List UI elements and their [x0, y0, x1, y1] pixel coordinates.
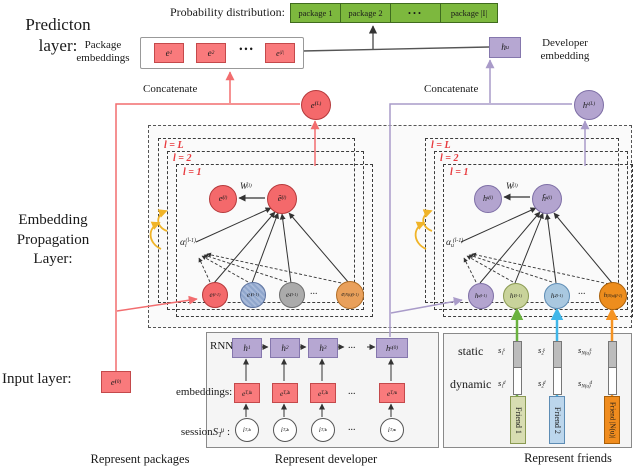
- concatenate-label-left: Concatenate: [143, 83, 198, 95]
- represent-developer-caption: Represent developer: [274, 452, 378, 466]
- dynamic-var-2: s2d: [538, 378, 546, 390]
- W-label-left: W(l): [240, 181, 252, 191]
- static-bar-2: [553, 341, 562, 368]
- layer-box-right-1: [443, 164, 633, 317]
- static-var-N: sN(u)s: [578, 345, 592, 357]
- dynamic-label: dynamic: [450, 377, 492, 391]
- alpha-label-left: αi(l-1): [180, 238, 196, 249]
- dynamic-bar-1: [513, 367, 522, 395]
- neighbor-ellipsis-right: ...: [578, 286, 586, 297]
- static-var-1: s1s: [498, 345, 505, 357]
- dynamic-bar-2: [553, 367, 562, 395]
- W-label-right: W(l): [506, 181, 518, 191]
- friend-box-N: Friend |N(u)|: [604, 396, 620, 444]
- neighbor-node-h-N: h|N(u)|(l-1): [599, 282, 627, 310]
- input-layer-label: Input layer:: [2, 371, 72, 387]
- layer-box-left-2: [167, 151, 364, 310]
- l-label-left-2: l = 2: [173, 153, 192, 164]
- probability-cell: package |I|: [440, 3, 498, 23]
- layer-box-left-1: [176, 164, 373, 317]
- friend-box-2: Friend 2: [549, 396, 565, 444]
- dynamic-var-N: sN(u)d: [578, 378, 593, 390]
- probability-cell: •••: [390, 3, 441, 23]
- dynamic-bar-N: [608, 367, 617, 395]
- l-label-left-L: l = L: [164, 140, 184, 151]
- probability-distribution-row: package 1 package 2 ••• package |I|: [290, 3, 498, 23]
- represent-packages-caption: Represent packages: [90, 452, 190, 466]
- static-var-2: s2s: [538, 345, 545, 357]
- package-embedding-cell: e|I|: [265, 43, 295, 63]
- static-bar-1: [513, 341, 522, 368]
- embeddings-label: embeddings:: [176, 386, 233, 398]
- layer-box-right-2: [434, 151, 628, 310]
- probability-cell: package 1: [290, 3, 341, 23]
- neighbor-ellipsis-left: ...: [310, 286, 318, 297]
- session-label: sessionSTu :: [180, 426, 230, 440]
- embedding-ellipsis: ...: [348, 386, 356, 397]
- rnn-ellipsis: ...: [348, 340, 356, 351]
- embedding-propagation-layer-label: Embedding Propagation Layer:: [16, 212, 90, 267]
- alpha-label-right: αu(l-1): [446, 238, 464, 249]
- probability-distribution-label: Probability distribution:: [170, 5, 286, 19]
- l-label-left-1: l = 1: [183, 167, 202, 178]
- l-label-right-1: l = 1: [450, 167, 469, 178]
- h-tilde-node: h̃u(l): [532, 184, 562, 214]
- dynamic-var-1: s1d: [498, 378, 506, 390]
- rnn-label: RNN:: [210, 340, 237, 352]
- session-ellipsis: ...: [348, 422, 356, 433]
- friend-box-1: Friend 1: [510, 396, 526, 444]
- static-label: static: [458, 344, 484, 358]
- static-bar-N: [608, 341, 617, 368]
- neighbor-node-e-N: e|N(i)|(l-1): [336, 281, 364, 309]
- concatenate-label-right: Concatenate: [424, 83, 479, 95]
- represent-friends-caption: Represent friends: [524, 451, 612, 465]
- package-embeddings-label: Package embeddings: [76, 39, 130, 64]
- developer-embedding-label: Developer embedding: [540, 37, 590, 62]
- friends-input-panel: [443, 333, 632, 448]
- probability-cell: package 2: [340, 3, 391, 23]
- l-label-right-L: l = L: [431, 140, 451, 151]
- l-label-right-2: l = 2: [440, 153, 459, 164]
- prediction-layer-label: Predicton layer:: [25, 15, 91, 56]
- package-embedding-ellipsis: •••: [239, 44, 255, 54]
